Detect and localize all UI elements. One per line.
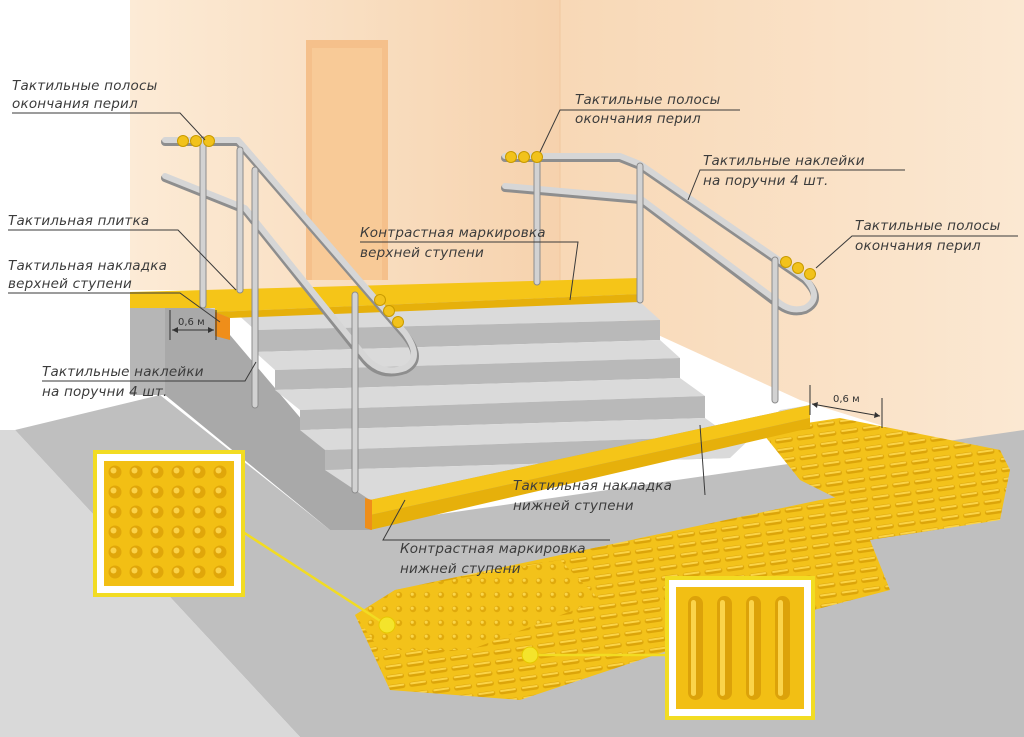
tactile-dot-highlight (215, 567, 222, 574)
tactile-dot-highlight (131, 487, 138, 494)
label-rail-stickers-right: Тактильные наклейки на поручни 4 шт. (687, 153, 905, 201)
right-handrail (501, 151, 819, 404)
tactile-dots-left-curve (374, 294, 404, 328)
label-rail-end-mid-line1: Тактильные полосы (575, 92, 721, 108)
tactile-dot-highlight (152, 487, 159, 494)
tactile-dot-highlight (194, 487, 201, 494)
label-rail-stickers-left-line1: Тактильные наклейки (42, 364, 204, 380)
tactile-dot-highlight (152, 467, 159, 474)
tactile-bar-highlight (778, 600, 783, 696)
tactile-dot-highlight (173, 467, 180, 474)
tactile-dot-highlight (194, 467, 201, 474)
label-rail-end-right: Тактильные полосы окончания перил (815, 218, 1018, 269)
tactile-dots-right-curve (780, 256, 816, 280)
tactile-dot-highlight (152, 567, 159, 574)
tactile-dot-highlight (215, 507, 222, 514)
tactile-dot-highlight (110, 487, 117, 494)
tactile-dot-highlight (110, 567, 117, 574)
door (306, 40, 388, 280)
label-rail-stickers-left-line2: на поручни 4 шт. (42, 384, 168, 400)
label-top-step-pad: Тактильная накладка верхней ступени (8, 258, 221, 323)
tactile-dot-highlight (131, 547, 138, 554)
tactile-dot-highlight (194, 547, 201, 554)
label-bottom-contrast: Контрастная маркировка нижней ступени (382, 499, 610, 577)
tactile-dot-highlight (173, 507, 180, 514)
tactile-dot-highlight (110, 467, 117, 474)
tactile-dot-highlight (173, 547, 180, 554)
tactile-dots-right-top (505, 151, 543, 163)
label-tactile-tile: Тактильная плитка (8, 213, 237, 291)
label-top-contrast-line2: верхней ступени (360, 245, 484, 261)
tactile-dot-highlight (215, 487, 222, 494)
label-rail-stickers-left: Тактильные наклейки на поручни 4 шт. (42, 361, 257, 400)
tactile-dot-highlight (173, 567, 180, 574)
contrast-marking-bottom (365, 405, 810, 530)
tactile-dot-highlight (152, 507, 159, 514)
tactile-dot-highlight (152, 547, 159, 554)
dimension-right: 0,6 м (809, 385, 883, 428)
label-top-step-pad-line2: верхней ступени (8, 276, 132, 292)
label-rail-stickers-right-line1: Тактильные наклейки (703, 153, 865, 169)
tactile-dot-highlight (215, 467, 222, 474)
dimension-right-text: 0,6 м (833, 394, 860, 405)
label-top-step-pad-line1: Тактильная накладка (8, 258, 167, 274)
label-rail-end-left-line1: Тактильные полосы (12, 78, 158, 94)
tactile-dots-left-top (177, 135, 215, 147)
tactile-dot-highlight (110, 527, 117, 534)
label-rail-end-right-line1: Тактильные полосы (855, 218, 1001, 234)
label-bottom-contrast-line2: нижней ступени (400, 561, 521, 577)
label-rail-stickers-right-line2: на поручни 4 шт. (703, 173, 829, 189)
inset-dotted-tile (93, 450, 396, 634)
tactile-dot-highlight (131, 567, 138, 574)
label-bottom-step-pad-line2: нижней ступени (513, 498, 634, 514)
label-rail-end-left-line2: окончания перил (12, 96, 138, 112)
tactile-dot-highlight (131, 527, 138, 534)
tactile-dot-highlight (110, 547, 117, 554)
dimension-left: 0,6 м (169, 310, 217, 340)
label-top-contrast-line1: Контрастная маркировка (360, 225, 546, 241)
left-handrail (161, 135, 419, 494)
dimension-left-text: 0,6 м (178, 317, 205, 328)
tactile-dot-highlight (152, 527, 159, 534)
tactile-dot-highlight (110, 507, 117, 514)
label-top-contrast: Контрастная маркировка верхней ступени (360, 225, 579, 301)
tactile-dot-highlight (173, 527, 180, 534)
tactile-dot-highlight (194, 567, 201, 574)
tactile-bar-highlight (720, 600, 725, 696)
tactile-dot-highlight (131, 507, 138, 514)
label-bottom-contrast-line1: Контрастная маркировка (400, 541, 586, 557)
tactile-dot-highlight (194, 507, 201, 514)
label-rail-end-mid: Тактильные полосы окончания перил (539, 92, 740, 153)
label-bottom-step-pad: Тактильная накладка нижней ступени (513, 424, 706, 514)
tactile-dot-highlight (215, 547, 222, 554)
label-tactile-tile-text: Тактильная плитка (8, 213, 149, 229)
label-rail-end-left: Тактильные полосы окончания перил (12, 78, 206, 141)
tactile-bar-highlight (749, 600, 754, 696)
tactile-dot-highlight (131, 467, 138, 474)
tactile-bar-highlight (691, 600, 696, 696)
tactile-dot-highlight (173, 487, 180, 494)
label-rail-end-right-line2: окончания перил (855, 238, 981, 254)
label-bottom-step-pad-line1: Тактильная накладка (513, 478, 672, 494)
label-rail-end-mid-line2: окончания перил (575, 111, 701, 127)
inset-bar-tile (521, 576, 815, 720)
tactile-dot-highlight (215, 527, 222, 534)
tactile-dot-highlight (194, 527, 201, 534)
